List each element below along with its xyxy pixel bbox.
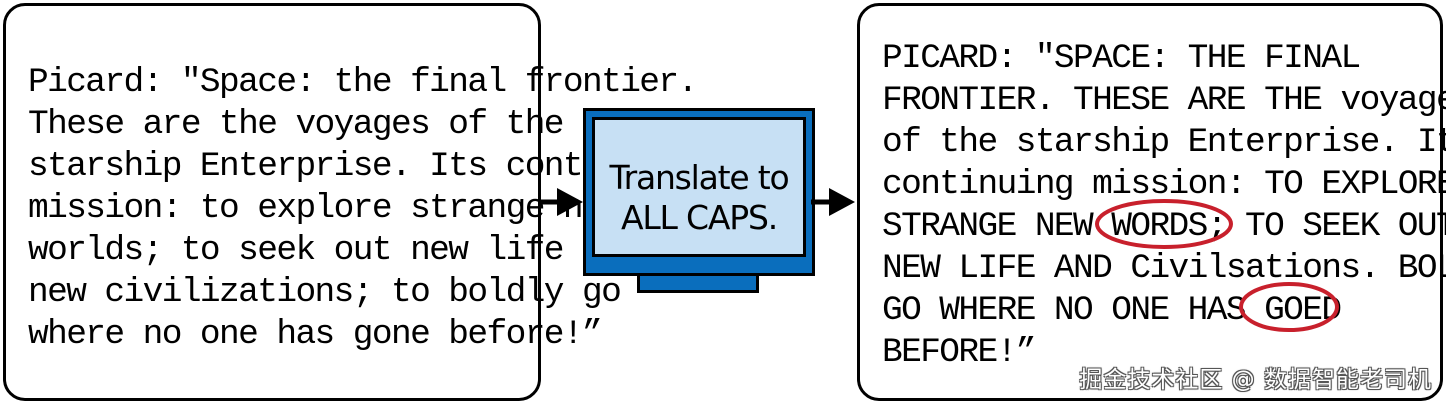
monitor-screen — [592, 117, 806, 257]
process-label: Translate to ALL CAPS. — [609, 158, 789, 237]
monitor-stand — [637, 273, 759, 293]
arrow-right-icon — [811, 188, 855, 216]
monitor-icon — [583, 108, 815, 276]
error-highlight-circle — [1095, 199, 1233, 249]
output-passage-text: PICARD: "SPACE: THE FINAL FRONTIER. THES… — [882, 39, 1446, 372]
output-text-box: PICARD: "SPACE: THE FINAL FRONTIER. THES… — [857, 3, 1446, 401]
input-text-box: Picard: "Space: the final frontier. Thes… — [3, 3, 698, 401]
translation-process-node: Translate to ALL CAPS. — [580, 108, 818, 298]
arrow-right-icon — [539, 188, 583, 216]
input-passage-text: Picard: "Space: the final frontier. Thes… — [28, 63, 698, 354]
watermark: 掘金技术社区 @ 数据智能老司机 — [1079, 367, 1432, 393]
error-highlight-circle — [1239, 282, 1339, 332]
